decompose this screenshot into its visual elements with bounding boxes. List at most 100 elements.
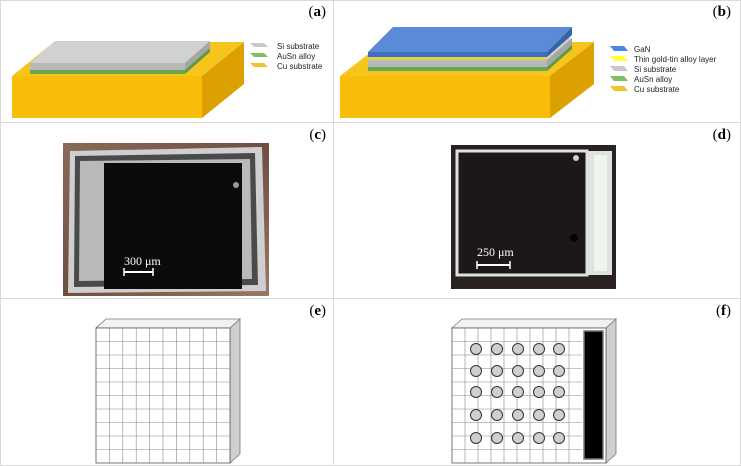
panel-c: 300 μm (c) bbox=[0, 123, 333, 298]
si-layer-top bbox=[30, 41, 210, 63]
panel-label-b: (b) bbox=[712, 4, 731, 20]
contact-dot bbox=[491, 343, 503, 355]
legend-text-thin-ausn: Thin gold-tin alloy layer bbox=[634, 55, 717, 64]
panel-label-c-letter: c bbox=[314, 127, 321, 143]
panel-a: Si substrate AuSn alloy Cu substrate (a) bbox=[0, 0, 333, 122]
panel-label-d: (d) bbox=[712, 127, 731, 143]
contact-dot bbox=[533, 432, 545, 444]
panel-label-d-letter: d bbox=[717, 127, 726, 143]
grid-block-side bbox=[605, 318, 617, 464]
panel-f-grid-diagram bbox=[450, 318, 618, 464]
cu-substrate-front bbox=[340, 76, 550, 118]
contact-dot bbox=[470, 432, 482, 444]
legend-text-ausn: AuSn alloy bbox=[634, 75, 672, 84]
contact-dot bbox=[491, 432, 503, 444]
contact-dot bbox=[512, 386, 524, 398]
contact-dot bbox=[470, 365, 482, 377]
panel-label-f: (f) bbox=[716, 303, 731, 319]
contact-dot bbox=[470, 409, 482, 421]
ausn-layer-side bbox=[185, 48, 210, 74]
panel-label-a-letter: a bbox=[313, 4, 322, 20]
cu-substrate-side bbox=[202, 42, 244, 118]
contact-dot bbox=[553, 365, 565, 377]
legend-text-cu: Cu substrate bbox=[634, 85, 680, 94]
legend-swatch-si bbox=[610, 66, 628, 71]
scale-bar-label-d: 250 μm bbox=[477, 245, 514, 259]
grid-line bbox=[0, 298, 741, 299]
gan-layer-front bbox=[368, 52, 547, 57]
panel-f: (f) bbox=[334, 299, 740, 465]
panel-b-diagram: GaN Thin gold-tin alloy layer Si substra… bbox=[340, 27, 717, 118]
ausn-layer-side bbox=[547, 45, 572, 71]
grid-block-top bbox=[450, 318, 618, 329]
legend-text-gan: GaN bbox=[634, 45, 651, 54]
contact-dot bbox=[512, 365, 524, 377]
legend-swatch-thin-ausn bbox=[610, 56, 628, 61]
panel-label-c: (c) bbox=[309, 127, 326, 143]
contact-dots bbox=[470, 343, 565, 444]
panel-c-photo: 300 μm bbox=[63, 143, 269, 296]
thin-ausn-layer-front bbox=[368, 57, 547, 60]
contact-dot bbox=[512, 409, 524, 421]
contact-dot bbox=[553, 432, 565, 444]
legend-swatch-ausn bbox=[250, 53, 268, 57]
contact-dot bbox=[491, 409, 503, 421]
contact-dot bbox=[533, 343, 545, 355]
legend-text-si: Si substrate bbox=[277, 42, 320, 51]
legend-swatch-ausn bbox=[610, 76, 628, 81]
legend-swatch-cu bbox=[250, 63, 268, 67]
ausn-layer-front bbox=[368, 67, 547, 71]
panel-b: GaN Thin gold-tin alloy layer Si substra… bbox=[334, 0, 740, 122]
contact-dot bbox=[533, 365, 545, 377]
panel-e: (e) bbox=[0, 299, 333, 465]
panel-label-b-letter: b bbox=[717, 4, 726, 20]
grid-line bbox=[0, 122, 741, 123]
chip bbox=[455, 149, 589, 277]
chip-hole bbox=[570, 234, 578, 242]
si-layer-front bbox=[30, 63, 185, 70]
grid-line bbox=[0, 0, 741, 1]
panel-e-grid-diagram bbox=[94, 318, 242, 464]
cu-substrate-front bbox=[12, 76, 202, 118]
panel-d: 250 μm (d) bbox=[334, 123, 740, 298]
chip-defect bbox=[233, 182, 239, 188]
grid-block-top bbox=[94, 318, 242, 329]
legend-text-cu: Cu substrate bbox=[277, 62, 323, 71]
contact-dot bbox=[553, 409, 565, 421]
contact-dot bbox=[512, 343, 524, 355]
gan-layer-top bbox=[368, 27, 572, 52]
contact-dot bbox=[533, 409, 545, 421]
si-layer-side bbox=[185, 41, 210, 70]
panel-d-photo: 250 μm bbox=[451, 145, 616, 289]
contact-dot bbox=[553, 386, 565, 398]
legend-swatch-si bbox=[250, 43, 268, 47]
grid-line bbox=[333, 0, 334, 466]
side-strip-highlight bbox=[594, 155, 607, 271]
legend-swatch-cu bbox=[610, 86, 628, 91]
panel-a-diagram: Si substrate AuSn alloy Cu substrate bbox=[12, 41, 323, 118]
contact-dot bbox=[512, 432, 524, 444]
panel-label-a: (a) bbox=[308, 4, 327, 20]
contact-dot bbox=[491, 386, 503, 398]
si-layer-front bbox=[368, 60, 547, 67]
cu-substrate-side bbox=[550, 42, 594, 118]
grid-cells bbox=[96, 328, 230, 463]
contact-dot bbox=[533, 386, 545, 398]
gan-layer-side bbox=[547, 27, 572, 57]
contact-dot bbox=[470, 343, 482, 355]
ausn-layer-front bbox=[30, 70, 185, 74]
chip-corner-mark bbox=[573, 155, 579, 161]
panel-label-e-letter: e bbox=[314, 303, 321, 319]
si-layer-side bbox=[547, 38, 572, 67]
legend-swatch-gan bbox=[610, 46, 628, 51]
panel-label-e: (e) bbox=[309, 303, 326, 319]
chip bbox=[104, 163, 242, 289]
legend-text-si: Si substrate bbox=[634, 65, 677, 74]
legend-text-ausn: AuSn alloy bbox=[277, 52, 315, 61]
grid-line bbox=[0, 0, 1, 466]
contact-dot bbox=[491, 365, 503, 377]
contact-dot bbox=[470, 386, 482, 398]
grid-block-side bbox=[229, 318, 241, 464]
panel-label-f-letter: f bbox=[721, 303, 726, 319]
